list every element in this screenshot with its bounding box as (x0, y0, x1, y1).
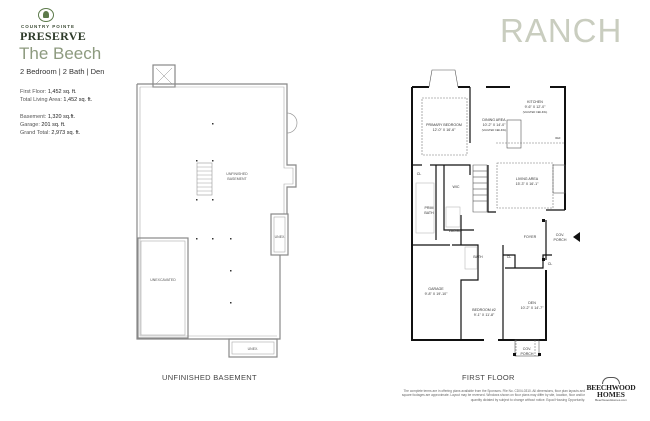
builder-name-line2: HOMES (597, 390, 625, 399)
builder-name-line1: BEECHWOOD (586, 383, 636, 392)
garage-label: GARAGE (428, 287, 444, 291)
cov-porch-front-label-1: COV. (556, 233, 564, 237)
grand-total-value: 2,973 sq. ft. (51, 130, 81, 136)
dining-area-note: (VAULTED CEILING) (482, 128, 507, 132)
builder-url: BeechwoodHomes.com (595, 398, 627, 402)
plan-category-title: RANCH (500, 12, 623, 49)
grand-total-label: Grand Total: (20, 130, 50, 136)
laundry-label: LAUND (449, 229, 462, 233)
builder-emblem-icon (602, 377, 620, 384)
garage-label: Garage: (20, 122, 40, 128)
closet-label-2: CL (507, 255, 512, 259)
dining-area-dim: 10'-2" X 14'-0" (483, 123, 506, 127)
kitchen-note: (VAULTED CEILING) (523, 110, 548, 114)
unfinished-basement-label-1: UNFINISHED (226, 172, 248, 176)
total-living-label: Total Living Area: (20, 97, 62, 103)
basement-value: 1,320 sq.ft. (47, 114, 76, 120)
dining-area-label: DINING AREA (482, 118, 506, 122)
bath-label: BATH (473, 255, 483, 259)
cov-porch-front-label-2: PORCH (554, 238, 567, 242)
den-label: DEN (528, 301, 536, 305)
unex-bottom-label: UNEX. (248, 347, 259, 351)
prim-bath-label-1: PRIM (425, 206, 434, 210)
unfinished-basement-label-2: BASEMENT (227, 177, 247, 181)
wic-label: WIC (453, 185, 460, 189)
unexcavated-label: UNEXCAVATED (150, 278, 176, 282)
garage-value: 201 sq. ft. (41, 122, 66, 128)
unex-right-label: UNEX. (275, 235, 286, 239)
basement-caption: UNFINISHED BASEMENT (162, 373, 257, 382)
primary-bedroom-dim: 12'-0" X 16'-6" (433, 128, 456, 132)
plan-subtitle: 2 Bedroom | 2 Bath | Den (20, 67, 105, 76)
brand-top-line: COUNTRY POINTE (20, 24, 75, 29)
total-living-value: 1,452 sq. ft. (63, 97, 93, 103)
primary-bedroom-label: PRIMARY BEDROOM (426, 123, 462, 127)
living-area-stats: First Floor: 1,452 sq. ft. Total Living … (20, 88, 92, 104)
prim-bath-label-2: BATH (424, 211, 434, 215)
kitchen-label: KITCHEN (527, 100, 543, 104)
plan-title: The Beech (19, 44, 102, 63)
tree-emblem-icon (38, 8, 54, 22)
closet-label-1: CL (417, 172, 422, 176)
bedroom-2-dim: 9'-1" X 11'-8" (474, 313, 495, 317)
cov-porch-rear-label-1: COV. (523, 347, 531, 351)
kitchen-dim: 9'-6" X 12'-0" (525, 105, 546, 109)
first-floor-value: 1,452 sq. ft. (47, 89, 77, 95)
living-area-label: LIVING AREA (516, 177, 539, 181)
cov-porch-rear-label-2: PORCH (521, 352, 534, 356)
bedroom-2-label: BEDROOM #2 (472, 308, 496, 312)
refrigerator-label: REF (555, 136, 561, 140)
builder-logo: BEECHWOOD HOMES BeechwoodHomes.com (585, 377, 637, 402)
brand-logo-text: PRESERVE (20, 29, 86, 43)
legal-disclaimer: The complete terms are in offering plans… (401, 389, 585, 402)
garage-dim: 9'-8" X 19'-10" (425, 292, 448, 296)
den-dim: 10'-2" X 14'-7" (521, 306, 544, 310)
basement-label: Basement: (20, 114, 47, 120)
closet-label-3: CL (548, 262, 553, 266)
first-floor-caption: FIRST FLOOR (462, 373, 515, 382)
foyer-label: FOYER (524, 235, 537, 239)
first-floor-label: First Floor: (20, 89, 47, 95)
other-area-stats: Basement: 1,320 sq.ft. Garage: 201 sq. f… (20, 113, 80, 137)
living-area-dim: 15'-3" X 16'-1" (516, 182, 539, 186)
